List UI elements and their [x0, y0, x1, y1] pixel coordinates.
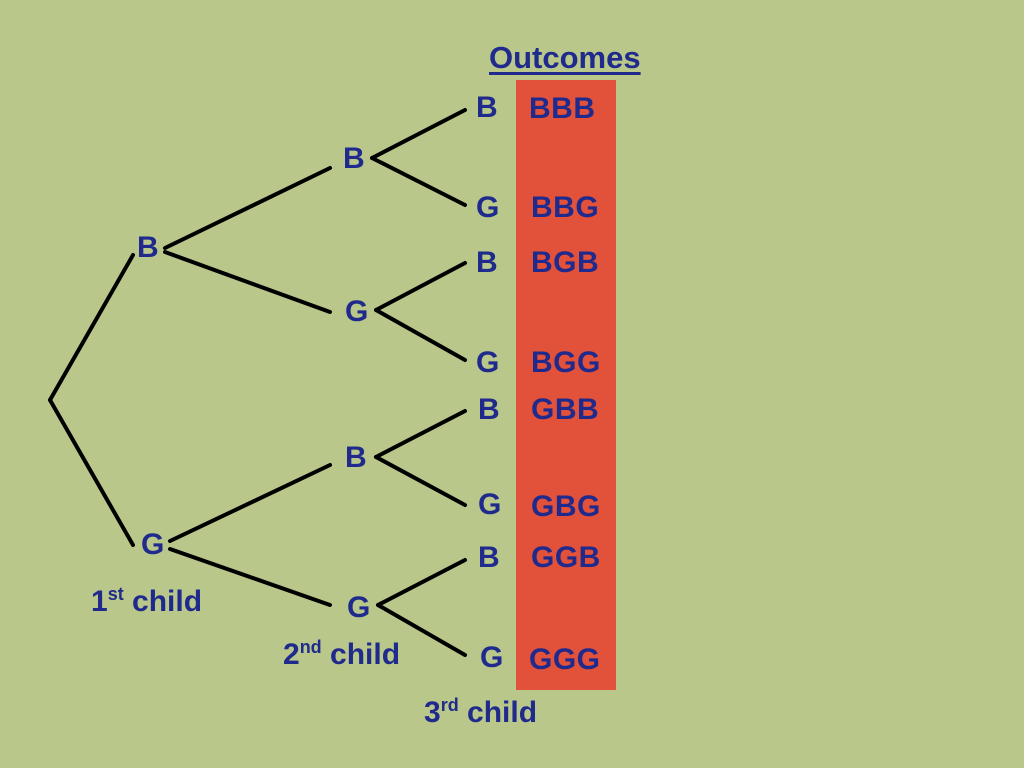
outcome-2: BBG [531, 191, 600, 224]
node-1-b: B [137, 231, 159, 264]
outcomes-title: Outcomes [489, 40, 641, 75]
node-3-6: G [478, 488, 502, 521]
outcome-3: BGB [531, 246, 600, 279]
branch-gb-g [374, 455, 467, 507]
level-2-sup: nd [299, 637, 322, 657]
level-2-num: 2 [283, 638, 300, 671]
node-1-g: G [141, 528, 165, 561]
level-2-word: child [330, 638, 401, 671]
branch-gg-g [376, 603, 467, 657]
level-label-1: 1st child [91, 584, 203, 618]
level-1-sup: st [107, 584, 124, 604]
branch-g-g [168, 547, 332, 607]
level-3-sup: rd [440, 695, 459, 715]
node-3-1: B [476, 91, 498, 124]
level-1-num: 1 [91, 585, 108, 618]
level-1-word: child [132, 585, 203, 618]
outcome-6: GBG [531, 490, 601, 523]
node-3-3: B [476, 246, 498, 279]
branch-bb-g [370, 156, 467, 207]
node-2-gb: B [345, 441, 367, 474]
outcome-5: GBB [531, 393, 600, 426]
outcome-panel [516, 80, 616, 690]
outcome-7: GGB [531, 541, 601, 574]
branch-bg-b [374, 261, 467, 312]
outcome-1: BBB [529, 92, 596, 125]
node-2-gg: G [347, 591, 371, 624]
node-3-7: B [478, 541, 500, 574]
level-label-3: 3rd child [424, 695, 538, 729]
branch-b-g [163, 250, 332, 314]
level-label-2: 2nd child [283, 637, 401, 671]
branch-bb-b [370, 108, 467, 160]
branch-g-b [168, 463, 332, 543]
node-2-bg: G [345, 295, 369, 328]
branch-gb-b [374, 409, 467, 459]
level-3-num: 3 [424, 696, 441, 729]
outcome-8: GGG [529, 643, 601, 676]
level-3-word: child [467, 696, 538, 729]
node-3-2: G [476, 191, 500, 224]
branch-root-b [48, 253, 135, 402]
outcome-4: BGG [531, 346, 601, 379]
branch-root-g [48, 398, 135, 547]
node-3-8: G [480, 641, 504, 674]
branch-gg-b [376, 558, 467, 607]
branch-b-b [163, 166, 332, 250]
branch-bg-g [374, 308, 467, 362]
node-3-4: G [476, 346, 500, 379]
node-2-bb: B [343, 142, 365, 175]
node-3-5: B [478, 393, 500, 426]
